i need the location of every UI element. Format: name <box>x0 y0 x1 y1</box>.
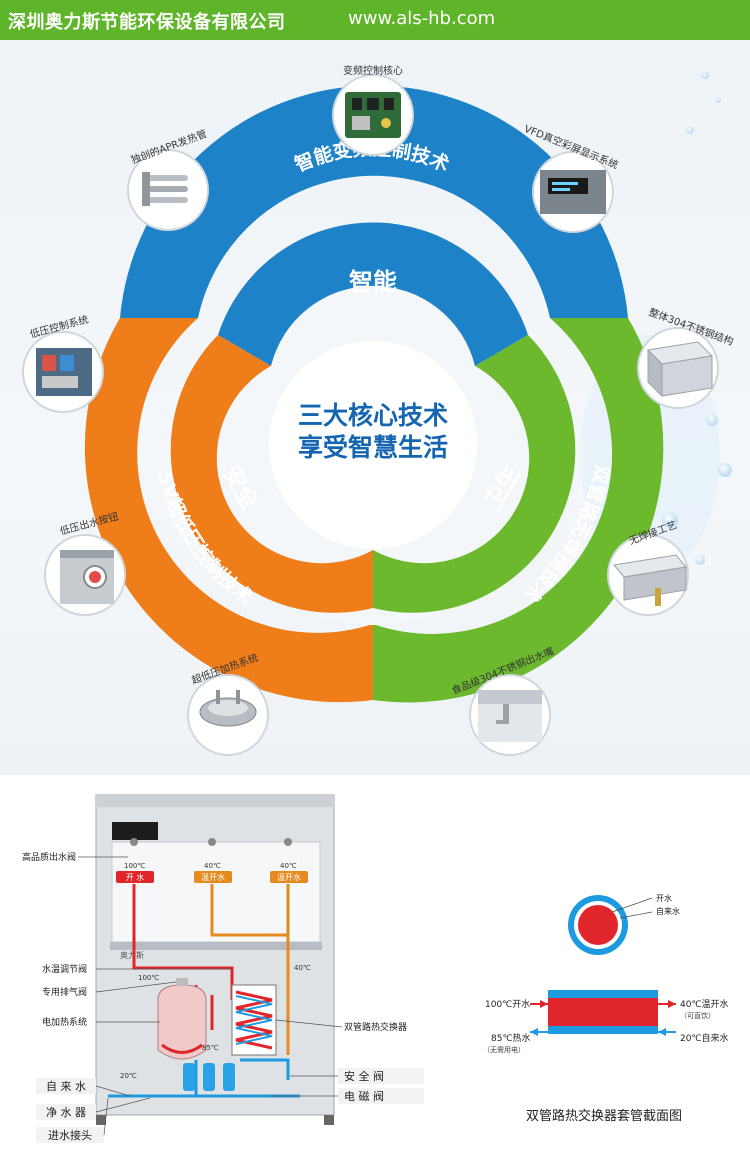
outer-ring-orange <box>84 318 374 703</box>
machine-structure-diagram: 奥力斯 100℃ 40℃ 40℃ 开 水 温开水 温开水 <box>22 794 729 1143</box>
center-disc <box>269 341 477 549</box>
callout-heat-exchanger: 双管路热交换器 <box>344 1021 407 1033</box>
callout-vent-valve: 专用排气阀 <box>42 986 87 998</box>
legend-boiling: 开水 <box>656 893 672 903</box>
pipe-temp-0: 100℃ <box>138 974 159 982</box>
company-name: 深圳奥力斯节能环保设备有限公司 <box>8 12 286 33</box>
boxed-labels-left: 自 来 水 净 水 器 进水接头 <box>36 1078 151 1143</box>
feature-pipe-joint: 无焊接工艺 <box>607 518 689 616</box>
machine-body: 奥力斯 <box>95 794 335 1125</box>
structure-diagram-section: 奥力斯 100℃ 40℃ 40℃ 开 水 温开水 温开水 <box>0 775 750 1152</box>
tap-label-2: 温开水 <box>277 872 301 882</box>
tech-wheel-graphic: 三大核心技术 享受智慧生活 智能 安全 卫生 智能变频控制技术 5V超低压控制技… <box>22 64 735 756</box>
cross-section-diagram: 开水 自来水 100℃开水 85℃热水 （无需用电） 40℃温开水 （可直饮） … <box>483 893 729 1124</box>
inner-ring-blue <box>218 222 528 366</box>
company-url[interactable]: www.als-hb.com <box>348 8 496 29</box>
inner-ring <box>170 222 576 613</box>
display-screen-icon <box>540 170 606 214</box>
outer-ring-blue <box>120 85 628 319</box>
label-tap-water: 自 来 水 <box>46 1080 86 1093</box>
center-title-line1: 三大核心技术 <box>298 401 448 430</box>
feature-circuit-board: 变频控制核心 <box>332 64 414 156</box>
feature-label-0: 变频控制核心 <box>343 64 403 77</box>
cs-left-bottom-2: （无需用电） <box>483 1045 525 1054</box>
feature-push-button: 低压出水按钮 <box>44 510 126 616</box>
cs-right-top-2: （可直饮） <box>680 1011 715 1020</box>
tap-temp-1: 40℃ <box>204 862 221 870</box>
callout-temp-valve: 水温调节阀 <box>42 963 87 975</box>
pipe-joint-icon <box>613 554 687 606</box>
tap-label-0: 开 水 <box>126 872 145 882</box>
label-solenoid-valve: 电 磁 阀 <box>344 1089 384 1103</box>
label-purifier: 净 水 器 <box>46 1105 86 1119</box>
label-inlet-joint: 进水接头 <box>48 1129 92 1142</box>
push-button-icon <box>60 550 114 604</box>
pipe-temp-3: 20℃ <box>120 1072 137 1080</box>
header-bar: 深圳奥力斯节能环保设备有限公司 www.als-hb.com <box>0 0 750 40</box>
tap-row: 100℃ 40℃ 40℃ 开 水 温开水 温开水 <box>116 838 308 883</box>
cs-left-top: 100℃开水 <box>485 998 530 1010</box>
outer-ring-green <box>373 318 664 703</box>
tap-temp-2: 40℃ <box>280 862 297 870</box>
callout-heating-system: 电加热系统 <box>42 1016 87 1028</box>
tech-wheel-section: 三大核心技术 享受智慧生活 智能 安全 卫生 智能变频控制技术 5V超低压控制技… <box>0 40 750 775</box>
callouts-right: 双管路热交换器 <box>275 1019 407 1033</box>
pipe-temp-1: 40℃ <box>294 964 311 972</box>
tap-label-1: 温开水 <box>201 872 225 882</box>
water-filters <box>183 1063 235 1091</box>
cross-section-caption: 双管路热交换器套管截面图 <box>526 1108 682 1124</box>
machine-brand-badge: 奥力斯 <box>120 950 144 960</box>
pipe-temp-2: 85℃ <box>202 1044 219 1052</box>
heater-tank <box>157 978 207 1060</box>
feature-steel-box: 整体304不锈钢结构 <box>637 305 735 409</box>
cross-section-inner-pipe <box>578 905 618 945</box>
cs-left-bottom-1: 85℃热水 <box>491 1032 531 1044</box>
faucet-icon <box>478 690 542 742</box>
machine-display <box>112 822 158 840</box>
label-safety-valve: 安 全 阀 <box>344 1069 384 1083</box>
heater-element-icon <box>199 690 257 727</box>
heating-tube-icon <box>142 172 188 206</box>
heat-exchanger-coil <box>231 984 277 1056</box>
feature-heating-tube: 独创的APR发热管 <box>127 127 209 231</box>
tap-temp-0: 100℃ <box>124 862 145 870</box>
inner-ring-green <box>373 335 576 613</box>
callout-outlet-valve: 高品质出水阀 <box>22 851 76 863</box>
cs-right-top-1: 40℃温开水 <box>680 998 729 1010</box>
feature-control-box: 低压控制系统 <box>22 313 104 413</box>
inner-ring-orange <box>170 335 373 613</box>
sleeve-pipe-inner <box>548 998 658 1026</box>
callouts-left: 高品质出水阀 水温调节阀 专用排气阀 电加热系统 <box>22 851 232 1028</box>
legend-tap-water: 自来水 <box>656 906 680 916</box>
boxed-labels-right: 安 全 阀 电 磁 阀 <box>270 1068 424 1104</box>
control-box-icon <box>36 348 92 396</box>
cs-right-bottom: 20℃自来水 <box>680 1032 729 1044</box>
outer-ring <box>84 85 664 703</box>
steel-box-icon <box>646 341 714 398</box>
pipe-network <box>108 884 300 1098</box>
center-title-line2: 享受智慧生活 <box>298 433 448 462</box>
inner-label-smart: 智能 <box>349 268 397 296</box>
